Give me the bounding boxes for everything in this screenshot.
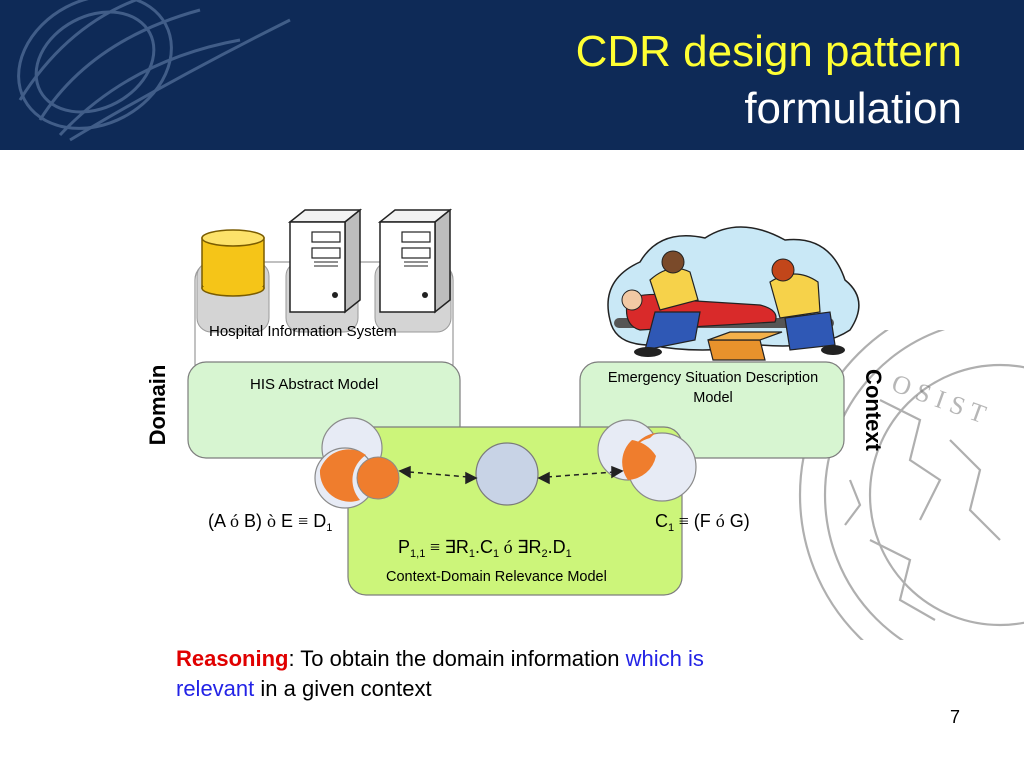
database-icon bbox=[201, 229, 265, 297]
server-icon bbox=[377, 208, 453, 314]
reasoning-highlight-2: relevant bbox=[176, 676, 255, 701]
domain-label: Domain bbox=[145, 364, 170, 446]
logo-swirl-decoration bbox=[17, 0, 291, 142]
context-concepts-icon bbox=[597, 419, 697, 502]
context-label: Context bbox=[861, 369, 886, 451]
domain-concepts-icon bbox=[314, 417, 400, 509]
page-number: 7 bbox=[950, 707, 961, 727]
domain-formula: (A ó B) ò E ≡ D1 bbox=[208, 511, 333, 534]
reasoning-text-end: in a given context bbox=[254, 676, 432, 701]
slide-title-line-2: formulation bbox=[744, 84, 962, 133]
his-model-label: HIS Abstract Model bbox=[250, 376, 379, 393]
esdm-label: Emergency Situation Description Model bbox=[607, 370, 819, 406]
slide-title-line-1: CDR design pattern bbox=[575, 27, 962, 76]
watermark-seal: O S I S T bbox=[798, 330, 1024, 640]
his-label: Hospital Information System bbox=[209, 323, 397, 340]
reasoning-keyword: Reasoning bbox=[176, 646, 289, 671]
cdr-model-label: Context-Domain Relevance Model bbox=[386, 569, 607, 585]
cdr-model-box bbox=[347, 426, 683, 596]
server-icon bbox=[287, 208, 363, 314]
context-formula: C1 ≡ (F ó G) bbox=[655, 511, 750, 534]
reasoning-highlight-1: which is bbox=[625, 646, 704, 671]
relation-arrow-right bbox=[537, 465, 624, 485]
relevance-node bbox=[475, 442, 539, 506]
title-banner: CDR design pattern formulation bbox=[0, 0, 1024, 150]
reasoning-statement: Reasoning: To obtain the domain informat… bbox=[176, 644, 876, 704]
reasoning-text: : To obtain the domain information bbox=[288, 646, 626, 671]
relevance-formula: P1,1 ≡ ∃R1.C1 ó ∃R2.D1 bbox=[398, 537, 572, 560]
paramedics-illustration bbox=[607, 226, 860, 361]
relation-arrow-left bbox=[398, 465, 478, 485]
